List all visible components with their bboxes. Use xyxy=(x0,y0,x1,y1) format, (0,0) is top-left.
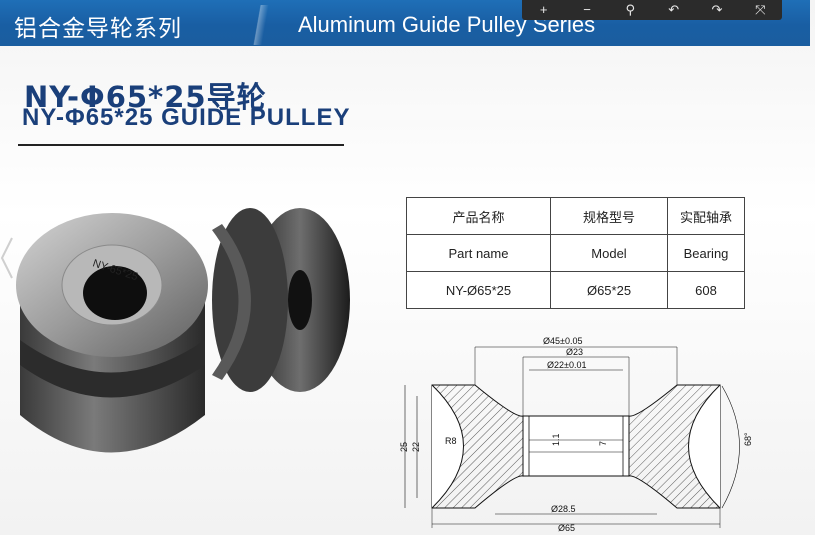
table-cell: NY-Ø65*25 xyxy=(406,271,551,309)
table-header-cell: 产品名称 xyxy=(406,197,551,235)
table-header-cell: Model xyxy=(550,234,668,272)
table-header-cell: 实配轴承 xyxy=(667,197,745,235)
table-header-cell: 规格型号 xyxy=(550,197,668,235)
table-cell: Ø65*25 xyxy=(550,271,668,309)
page-title-cn: NY-Φ65*25导轮 xyxy=(24,80,267,114)
dim-width: 7 xyxy=(598,441,608,446)
search-icon[interactable]: ⚲ xyxy=(625,2,636,17)
table-row: 产品名称 规格型号 实配轴承 xyxy=(406,197,745,235)
zoom-out-icon[interactable]: − xyxy=(583,2,591,17)
pulley-side-view xyxy=(212,208,350,392)
pulley-photo: NY-65*25 xyxy=(16,208,350,453)
banner-title-cn: 铝合金导轮系列 xyxy=(14,16,182,42)
dim-outer: Ø65 xyxy=(558,523,575,533)
title-underline xyxy=(18,144,344,146)
pulley-front-view: NY-65*25 xyxy=(16,213,208,453)
image-viewer-toolbar: + − ⚲ ↶ ↷ ⤧ xyxy=(522,0,782,20)
table-row: Part name Model Bearing xyxy=(406,234,745,272)
dim-bore-inner: Ø22±0.01 xyxy=(547,360,586,370)
spec-table: 产品名称 规格型号 实配轴承 Part name Model Bearing N… xyxy=(406,197,745,309)
page-title-en: NY-Φ65*25 GUIDE PULLEY xyxy=(22,104,351,131)
dim-groove: 1.1 xyxy=(551,433,561,446)
table-header-cell: Part name xyxy=(406,234,551,272)
move-icon[interactable]: ⤧ xyxy=(755,2,766,17)
dim-height-inner: 22 xyxy=(411,442,421,452)
zoom-in-icon[interactable]: + xyxy=(539,2,548,17)
dim-outer-top: Ø45±0.05 xyxy=(543,336,582,346)
dim-radius: R8 xyxy=(445,436,457,446)
dim-height: 25 xyxy=(399,442,409,452)
table-cell: 608 xyxy=(667,271,745,309)
dim-angle: 68° xyxy=(743,432,753,446)
dim-bore: Ø23 xyxy=(566,347,583,357)
dim-bottom-inner: Ø28.5 xyxy=(551,504,576,514)
banner-divider xyxy=(243,5,279,45)
rotate-left-icon[interactable]: ↶ xyxy=(668,2,680,17)
technical-drawing: Ø45±0.05 Ø23 Ø22±0.01 25 22 R8 1.1 7 68°… xyxy=(399,336,753,533)
table-header-cell: Bearing xyxy=(667,234,745,272)
rotate-right-icon[interactable]: ↷ xyxy=(711,2,723,17)
table-row: NY-Ø65*25 Ø65*25 608 xyxy=(406,271,745,309)
previous-image-icon[interactable] xyxy=(0,236,14,280)
